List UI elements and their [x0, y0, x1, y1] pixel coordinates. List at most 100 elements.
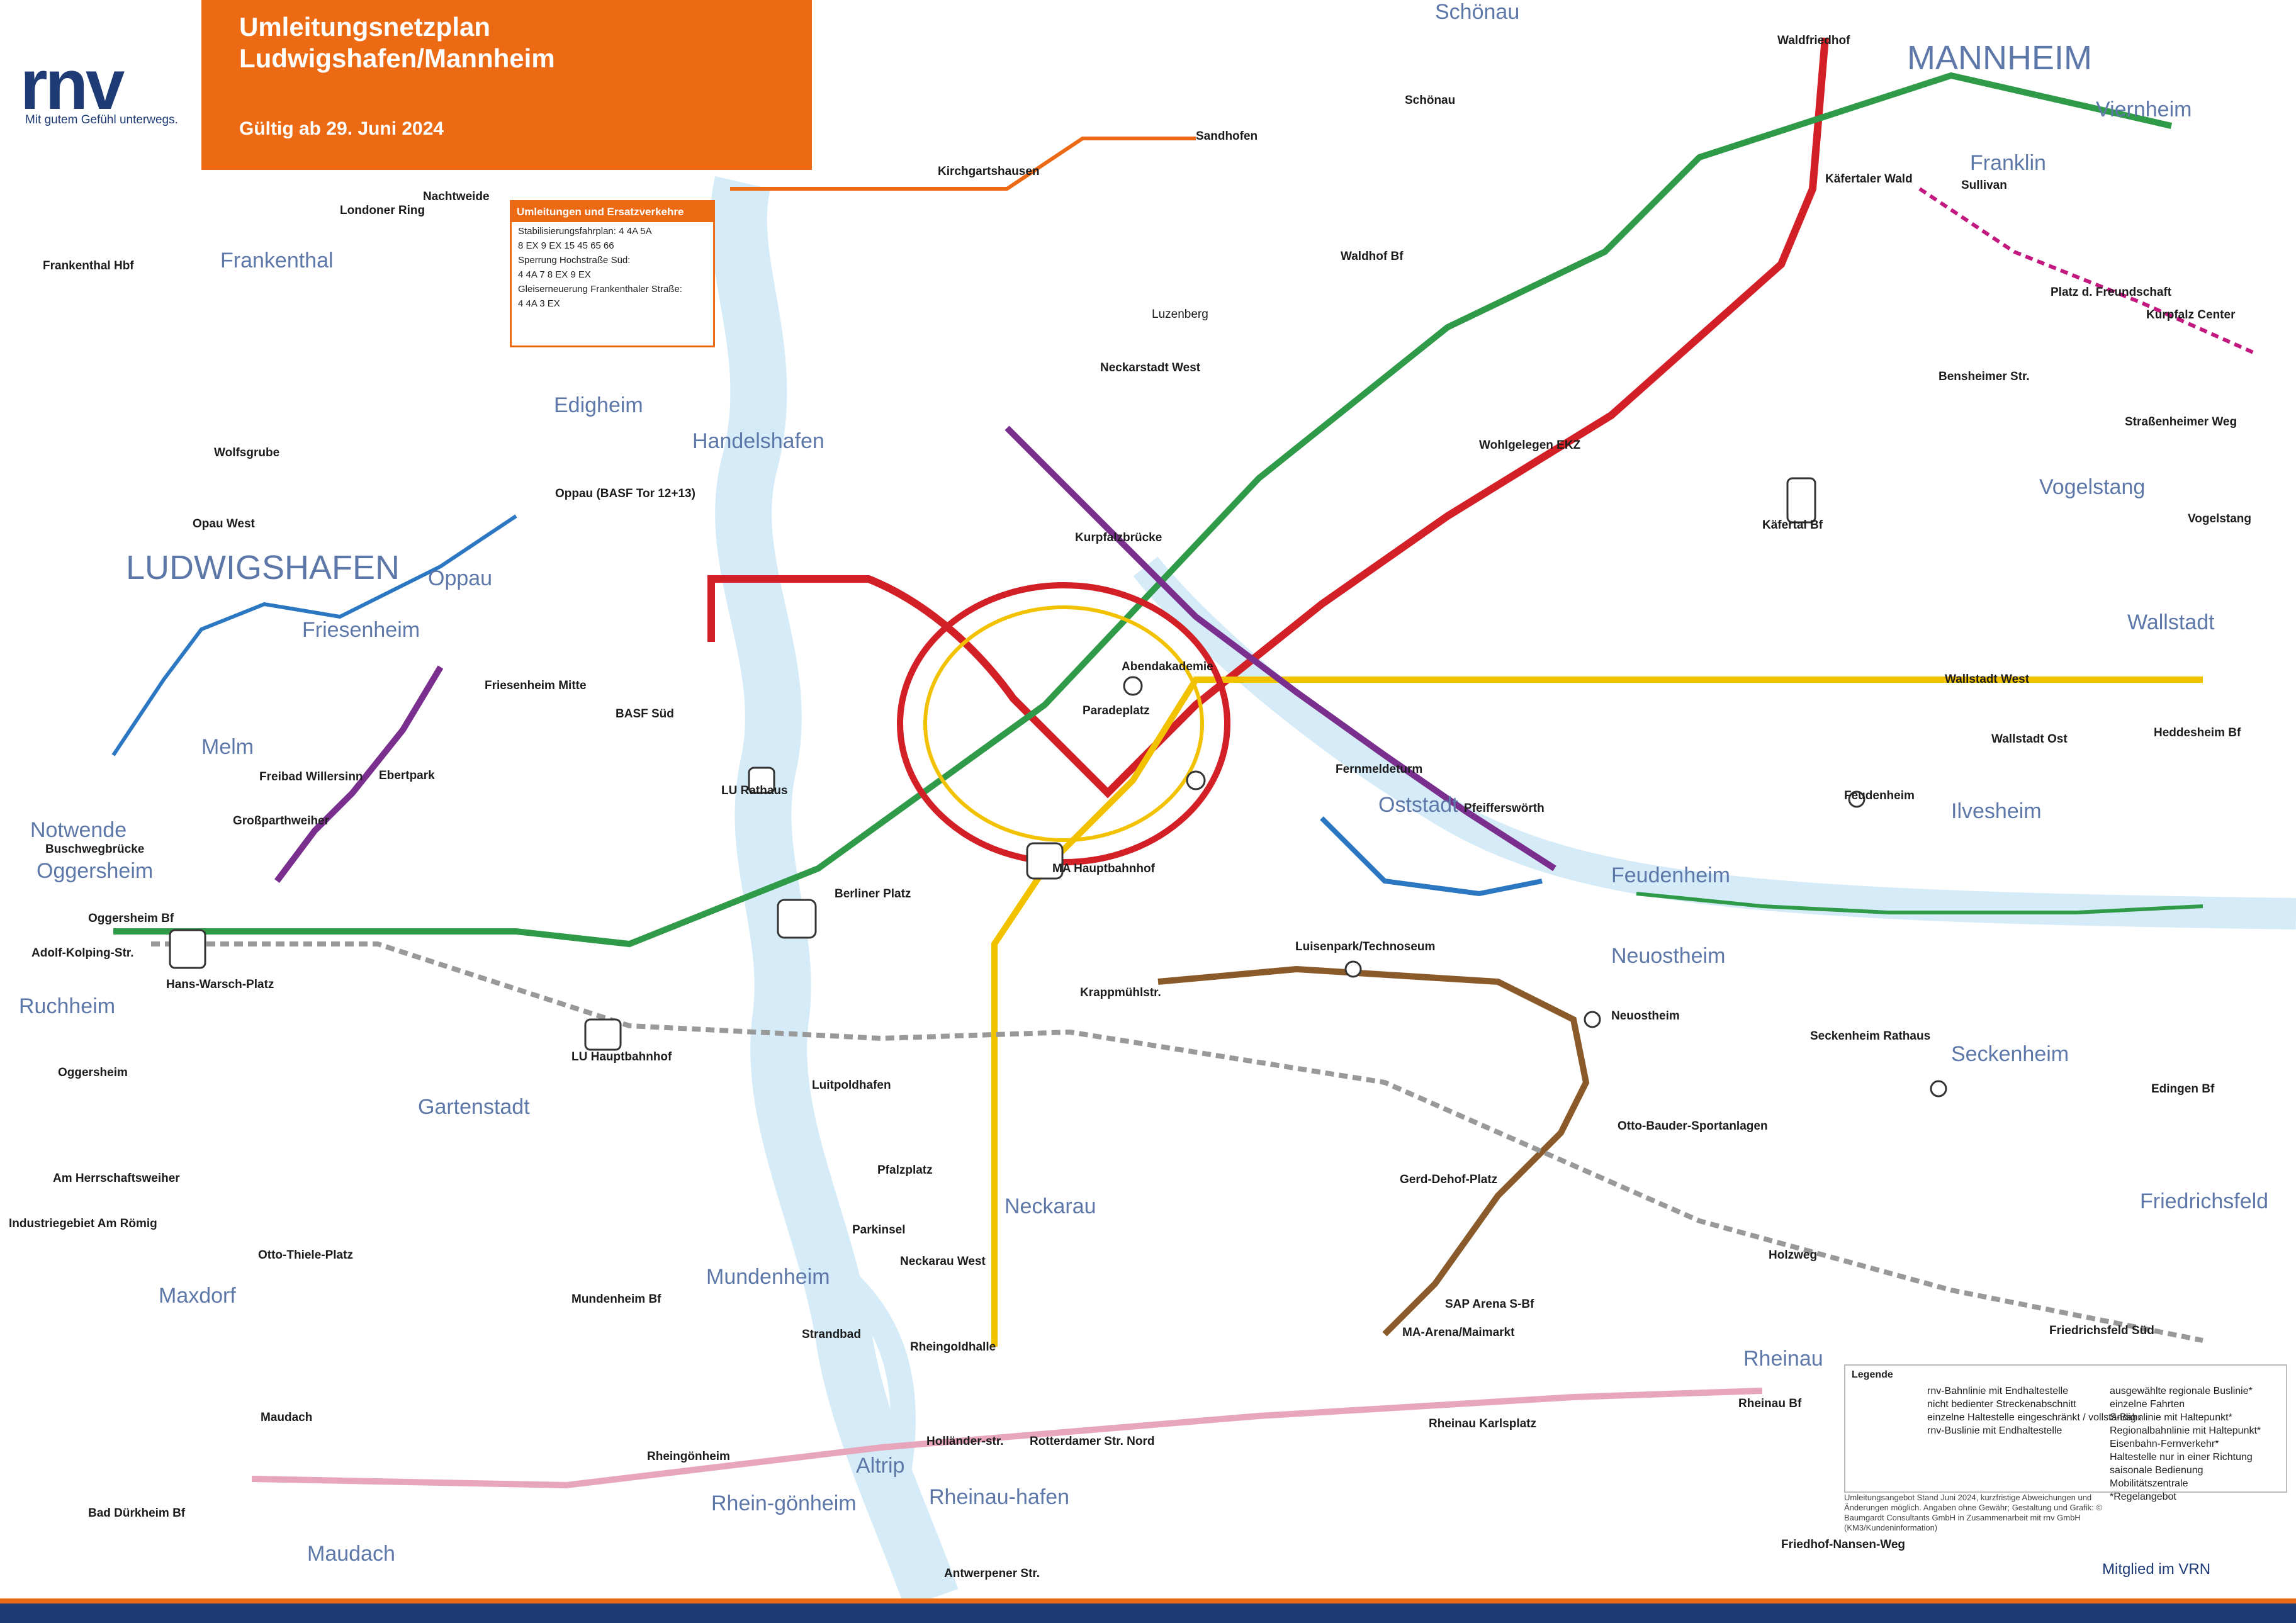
stop-feudenheim: Feudenheim: [1844, 789, 1915, 802]
stop-sap-arena: SAP Arena S-Bf: [1445, 1298, 1534, 1311]
stop-kirchgartshausen: Kirchgartshausen: [938, 165, 1040, 178]
stop-krappmuehlstr: Krappmühlstr.: [1080, 986, 1161, 999]
district-mundenheim: Mundenheim: [706, 1265, 830, 1289]
stop-sullivan: Sullivan: [1961, 179, 2007, 192]
stop-waldhof-bf: Waldhof Bf: [1341, 250, 1404, 263]
infobox-line-4: 4 4A 7 8 EX 9 EX: [518, 269, 591, 280]
stop-freibad-willersinn: Freibad Willersinn: [259, 770, 363, 783]
stop-mundenheim-bf: Mundenheim Bf: [571, 1293, 661, 1306]
stop-wallstadt-west: Wallstadt West: [1945, 673, 2030, 686]
stop-heddesheim-bf: Heddesheim Bf: [2154, 726, 2241, 739]
stop-rheingoenheim: Rheingönheim: [647, 1450, 730, 1463]
legend-column-right: ausgewählte regionale Buslinie* einzelne…: [2110, 1384, 2296, 1503]
stop-oggersheim-bf: Oggersheim Bf: [88, 912, 174, 925]
legend-item: nicht bedienter Streckenabschnitt: [1927, 1399, 2076, 1410]
stop-luitpoldhafen: Luitpoldhafen: [812, 1079, 891, 1092]
line-blue-60: [1320, 816, 1543, 897]
stop-paradeplatz: Paradeplatz: [1083, 704, 1150, 717]
stop-bad-duerkheim-bf: Bad Dürkheim Bf: [88, 1507, 186, 1520]
stop-parkinsel: Parkinsel: [852, 1223, 906, 1237]
stop-vogelstang: Vogelstang: [2188, 512, 2251, 525]
district-handelshafen: Handelshafen: [692, 429, 824, 453]
stop-frankenthal-hbf: Frankenthal Hbf: [43, 259, 134, 272]
district-maudach: Maudach: [307, 1542, 395, 1566]
title-line-2: Ludwigshafen/Mannheim: [239, 43, 555, 73]
stop-luzenberg: Luzenberg: [1152, 308, 1208, 321]
infobox-line-1: Stabilisierungsfahrplan: 4 4A 5A: [518, 226, 652, 237]
legend-item: saisonale Bedienung: [2110, 1465, 2203, 1476]
stop-wallstadt-ost: Wallstadt Ost: [1991, 733, 2068, 746]
stop-adolf-kolping-str: Adolf-Kolping-Str.: [31, 946, 134, 960]
line-pink-9: [251, 1388, 1763, 1489]
legend-item: Regionalbahnlinie mit Haltepunkt*: [2110, 1425, 2261, 1436]
infobox-line-2: 8 EX 9 EX 15 45 65 66: [518, 240, 614, 251]
stop-grossparthweiher: Großparthweiher: [233, 814, 330, 828]
infobox-line-3: Sperrung Hochstraße Süd:: [518, 255, 631, 266]
stop-kaefertaler-wald: Käfertaler Wald: [1825, 172, 1913, 186]
stop-friedrichsfeld-sued: Friedrichsfeld Süd: [2049, 1324, 2154, 1337]
stop-luisenpark: Luisenpark/Technoseum: [1295, 940, 1435, 953]
city-center-ring: [897, 582, 1230, 865]
stop-hollaender-str: Holländer-str.: [926, 1435, 1003, 1448]
stop-antwerpener-str: Antwerpener Str.: [944, 1567, 1040, 1580]
district-neckarau: Neckarau: [1004, 1194, 1096, 1218]
stop-lu-hauptbahnhof: LU Hauptbahnhof: [571, 1050, 672, 1064]
stop-wolfsgrube: Wolfsgrube: [214, 446, 279, 459]
stop-ebertpark: Ebertpark: [379, 769, 435, 782]
stop-abendakademie: Abendakademie: [1122, 660, 1213, 673]
line-yellow-3: [991, 677, 2203, 1347]
logo-box: rnv Mit gutem Gefühl unterwegs.: [0, 0, 201, 170]
stop-ma-arena-maimarkt: MA-Arena/Maimarkt: [1402, 1326, 1515, 1339]
legend-item: S-Bahnlinie mit Haltepunkt*: [2110, 1412, 2232, 1423]
stop-neckarstadt-west: Neckarstadt West: [1100, 361, 1201, 374]
stop-rheinau-karlsplatz: Rheinau Karlsplatz: [1429, 1417, 1536, 1430]
line-orange-ev: [730, 137, 1196, 191]
stop-industriegebiet-am-roemig: Industriegebiet Am Römig: [9, 1217, 157, 1230]
legend-item: Mobilitätszentrale: [2110, 1478, 2188, 1489]
stop-pfeifferswoerth: Pfeifferswörth: [1464, 802, 1545, 815]
stop-oggersheim: Oggersheim: [58, 1066, 128, 1079]
stop-strandbad: Strandbad: [802, 1328, 861, 1341]
station-markers: [169, 477, 1947, 1098]
district-altrip: Altrip: [856, 1454, 904, 1478]
district-schoenau: Schönau: [1435, 0, 1519, 24]
stop-nachtweide: Nachtweide: [423, 190, 490, 203]
district-rheingoenheim: Rhein-gönheim: [711, 1491, 857, 1515]
stop-friesenheim-mitte: Friesenheim Mitte: [485, 679, 587, 692]
district-rheinauhafen: Rheinau-hafen: [929, 1485, 1069, 1509]
district-notwende: Notwende: [30, 818, 127, 842]
stop-edingen-bf: Edingen Bf: [2151, 1082, 2215, 1096]
district-maxdorf: Maxdorf: [159, 1284, 236, 1308]
city-center-ring-inner: [923, 605, 1204, 842]
district-feudenheim: Feudenheim: [1611, 863, 1730, 887]
district-ludwigshafen: LUDWIGSHAFEN: [126, 549, 400, 587]
vrn-membership: Mitglied im VRN: [2102, 1561, 2211, 1578]
stop-hans-warsch-platz: Hans-Warsch-Platz: [166, 978, 274, 991]
line-purple-2: [1004, 425, 1556, 872]
page-title: Umleitungsnetzplan Ludwigshafen/Mannheim: [239, 11, 555, 74]
stop-lu-rathaus: LU Rathaus: [721, 784, 788, 797]
legend: Legende rnv-Bahnlinie mit Endhaltestelle…: [1844, 1364, 2287, 1502]
stop-friedhof-nansen-weg: Friedhof-Nansen-Weg: [1781, 1538, 1905, 1551]
stop-berliner-platz: Berliner Platz: [835, 887, 911, 901]
logo-tagline: Mit gutem Gefühl unterwegs.: [25, 113, 178, 126]
district-wallstadt: Wallstadt: [2127, 610, 2215, 634]
district-neuostheim: Neuostheim: [1611, 944, 1725, 968]
line-pink-bus-dash: [1918, 187, 2254, 354]
stop-oppau-basf: Oppau (BASF Tor 12+13): [555, 487, 695, 500]
stop-maudach: Maudach: [261, 1411, 312, 1424]
legend-item: rnv-Bahnlinie mit Endhaltestelle: [1927, 1386, 2069, 1396]
stop-londoner-ring: Londoner Ring: [340, 204, 425, 217]
infobox-title: Umleitungen und Ersatzverkehre: [512, 202, 713, 222]
line-blue-bus: [111, 514, 517, 756]
stop-fernmeldeturm: Fernmeldeturm: [1336, 763, 1422, 776]
legend-column-left: rnv-Bahnlinie mit Endhaltestelle nicht b…: [1927, 1384, 2141, 1437]
legend-title: Legende: [1852, 1369, 1893, 1380]
stop-platz-der-freundschaft: Platz d. Freundschaft: [2051, 286, 2172, 299]
line-brown-6: [1157, 965, 1590, 1337]
district-friesenheim: Friesenheim: [302, 618, 420, 642]
river-neckar: [1133, 556, 2296, 929]
district-oppau: Oppau: [428, 566, 492, 590]
